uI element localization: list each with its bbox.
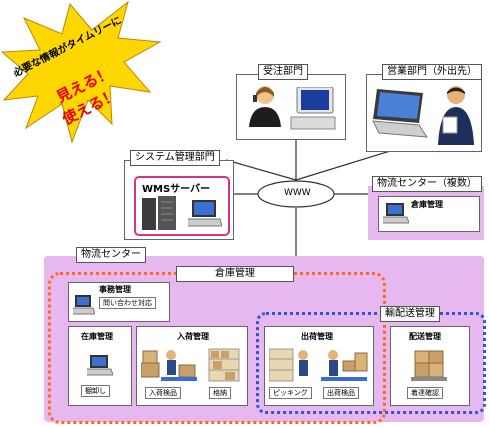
shukka-caption-picking: ピッキング — [269, 387, 312, 399]
nyuka-box: 入荷管理 入荷検品 格納 — [136, 326, 248, 406]
www-label: WWW — [284, 188, 311, 198]
multi-center-box-title: 倉庫管理 — [411, 200, 443, 209]
starburst-shape — [0, 0, 162, 144]
multi-center-warehouse-box: 倉庫管理 — [378, 196, 480, 232]
wms-server-label: WMSサーバー — [142, 184, 211, 195]
zaiko-title: 在庫管理 — [81, 332, 113, 341]
storage-shelf-icon — [208, 348, 240, 382]
shukka-title: 出荷管理 — [301, 332, 333, 341]
laptop-icon — [383, 203, 409, 224]
www-cloud — [257, 180, 335, 208]
desktop-pc-icon — [290, 87, 336, 130]
eigyo-title: 営業部門（外出先） — [382, 64, 482, 80]
starburst-text: 必要な情報がタイムリーに 見える！ 使える！ — [4, 15, 174, 128]
laptop-icon — [73, 295, 95, 315]
laptop-icon — [87, 355, 113, 376]
eigyo-box — [366, 74, 482, 152]
delivery-frame — [256, 312, 486, 414]
nyuka-caption-kenpin: 入荷検品 — [145, 387, 181, 399]
jimu-box: 事務管理 問い合わせ対応 — [68, 282, 170, 322]
nyuka-title: 入荷管理 — [177, 332, 209, 341]
server-rack-icon — [142, 196, 176, 230]
wms-server-frame: WMSサーバー — [134, 176, 230, 236]
warehouse-title: 倉庫管理 — [176, 266, 294, 282]
shukka-caption-kenpin: 出荷検品 — [323, 387, 359, 399]
delivery-boxes-icon — [411, 350, 447, 381]
haiso-title: 配送管理 — [409, 332, 441, 341]
system-title: システム管理部門 — [130, 150, 220, 166]
laptop-icon — [188, 200, 222, 227]
shukka-box: 出荷管理 ピッキング 出荷検品 — [264, 326, 374, 406]
operator-icon — [249, 86, 281, 127]
juchu-box — [236, 74, 346, 140]
haiso-caption: 着達確認 — [407, 387, 443, 399]
picking-worker-icon — [269, 348, 308, 382]
haiso-box: 配送管理 着達確認 — [390, 326, 470, 406]
jimu-title: 事務管理 — [99, 285, 131, 294]
juchu-title: 受注部門 — [258, 64, 308, 80]
multi-center-title: 物流センター（複数） — [372, 176, 482, 192]
laptop-icon — [372, 89, 428, 138]
center-title: 物流センター — [76, 247, 146, 263]
jimu-caption: 問い合わせ対応 — [99, 297, 156, 309]
zaiko-caption: 棚卸し — [81, 385, 110, 397]
zaiko-box: 在庫管理 棚卸し — [68, 326, 132, 406]
nyuka-caption-kakuno: 格納 — [209, 387, 231, 399]
salesperson-icon — [438, 86, 474, 145]
receiving-worker-icon — [141, 350, 197, 381]
delivery-title: 輸配送管理 — [380, 306, 440, 322]
shipping-worker-icon — [321, 350, 368, 381]
